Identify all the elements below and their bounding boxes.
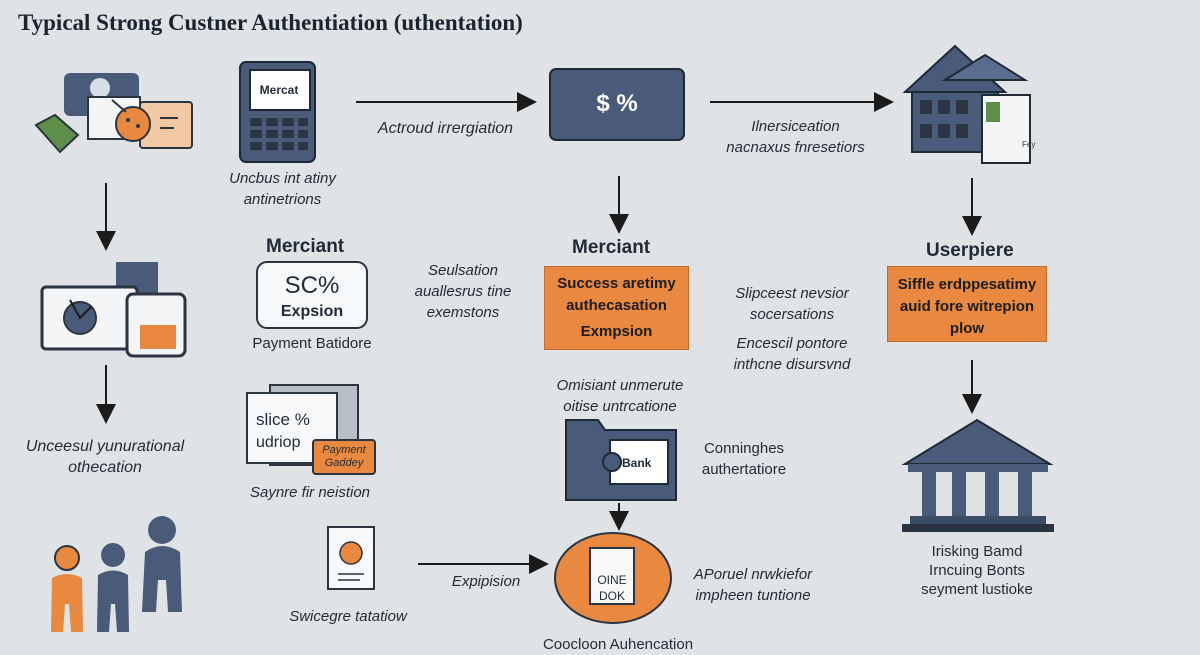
card-panel-caption: Payment Batidore xyxy=(252,335,372,352)
bank-doc-label: Fey xyxy=(1022,140,1036,149)
merchant-device-label: Mercat xyxy=(259,83,299,97)
laptop-phone-icon xyxy=(40,262,187,358)
arrow1-label: Actroud irrergiation xyxy=(377,120,514,137)
customer-cards-icon xyxy=(34,73,193,154)
card-panel-heading: Merciant xyxy=(266,236,345,257)
gateway-doc-line1: slice % xyxy=(256,410,310,429)
merchant-terminal-icon xyxy=(239,61,316,163)
payment-box-label: $ % xyxy=(596,90,638,117)
circle-rows: OINE DOK xyxy=(597,573,627,603)
center-heading: Merciant xyxy=(572,237,651,258)
arrow2-label: Ilnersiceation nacnaxus fnresetiors xyxy=(726,118,865,156)
bank-caption: Conninghes authertatiore xyxy=(701,440,787,478)
center-caption-above-bank: Omisiant unmerute oitise untrcatione xyxy=(556,377,684,415)
mid-left-caption: Seulsation auallesrus tine exemstons xyxy=(414,262,512,321)
gateway-badge: Payment Gaddey xyxy=(322,444,366,469)
right-bank-caption: Irisking Bamd Irncuing Bonts seyment lus… xyxy=(921,543,1033,598)
expiry-label: Expipision xyxy=(451,573,521,590)
bank-folder-icon xyxy=(565,419,677,501)
page-title: Typical Strong Custner Authentiation (ut… xyxy=(18,10,523,35)
bank-card-label: Bank xyxy=(622,456,652,470)
gateway-document-icon xyxy=(246,384,376,475)
left-top-caption: Uncbus int atiny antinetrions xyxy=(229,170,336,208)
card-panel-box xyxy=(256,261,368,329)
right-heading: Userpiere xyxy=(926,240,1014,261)
gateway-doc-line2: udriop xyxy=(256,434,301,451)
bank-temple-icon xyxy=(901,418,1054,532)
payment-card-box xyxy=(549,68,685,141)
circle-caption: APoruel nrwkiefor impheen tuntione xyxy=(693,566,813,604)
people-icon xyxy=(51,516,182,632)
left-column-caption: Unceesul yunurational othecation xyxy=(25,438,185,476)
expiry-document-icon xyxy=(327,526,375,590)
center-orange-box: Success aretimy authecasation Exmpsion xyxy=(544,266,689,350)
bank-building-icon xyxy=(902,44,1031,164)
expiry-doc-caption: Swicegre tatatiow xyxy=(289,608,407,625)
card-sub: Expsion xyxy=(280,303,344,320)
authentication-circle xyxy=(554,532,672,624)
gateway-caption: Saynre fir neistion xyxy=(249,484,371,501)
mid-right-caption: Slipceest nevsior socersations Encescil … xyxy=(733,285,851,373)
bottom-caption: Coocloon Auhencation xyxy=(542,636,694,653)
card-value: SC% xyxy=(284,272,340,299)
right-orange-box: Siffle erdppesatimy auid fore witrepion … xyxy=(887,266,1047,342)
